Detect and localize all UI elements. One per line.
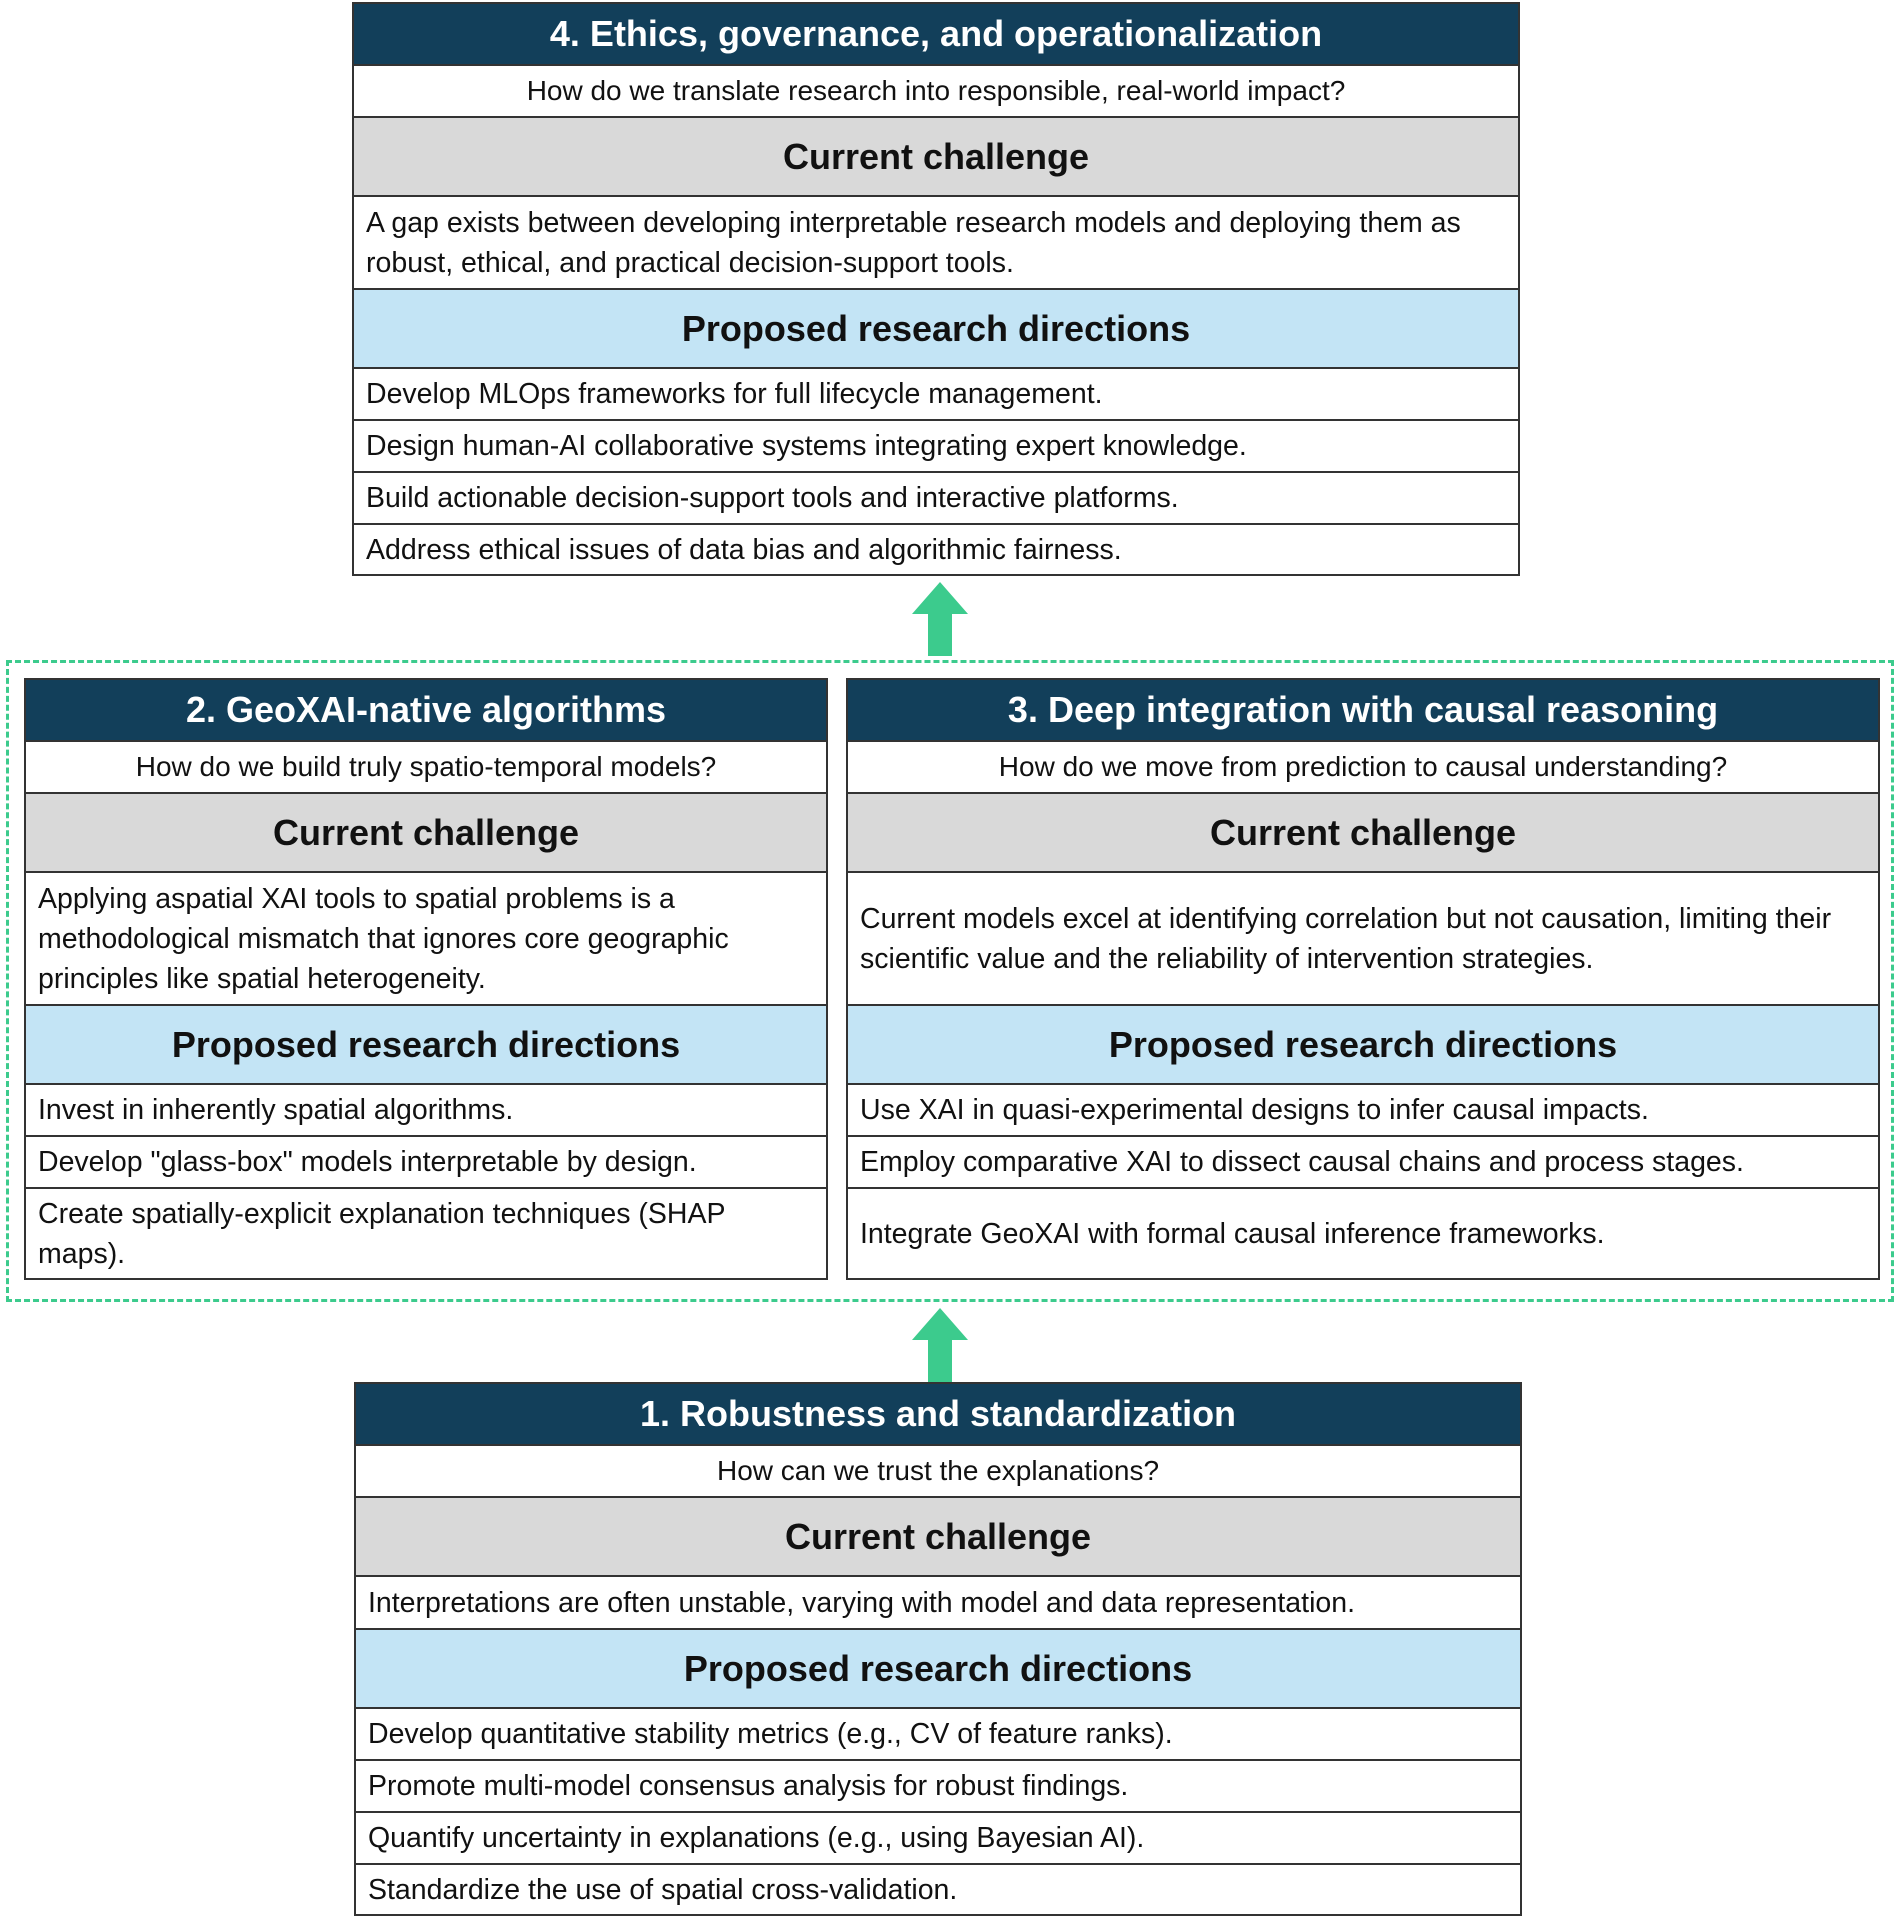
challenge-text: Applying aspatial XAI tools to spatial p… (26, 873, 826, 1006)
panel-question: How do we build truly spatio-temporal mo… (26, 742, 826, 794)
challenge-text: Current models excel at identifying corr… (848, 873, 1878, 1006)
challenge-heading: Current challenge (848, 794, 1878, 873)
direction-item: Use XAI in quasi-experimental designs to… (848, 1085, 1878, 1137)
challenge-heading: Current challenge (356, 1498, 1520, 1577)
panel-ethics-governance: 4. Ethics, governance, and operationaliz… (352, 2, 1520, 576)
direction-item: Employ comparative XAI to dissect causal… (848, 1137, 1878, 1189)
direction-item: Design human-AI collaborative systems in… (354, 421, 1518, 473)
challenge-text: Interpretations are often unstable, vary… (356, 1577, 1520, 1630)
direction-item: Quantify uncertainty in explanations (e.… (356, 1813, 1520, 1865)
middle-group-dashed-border (6, 660, 1894, 1302)
up-arrow-icon (912, 582, 968, 656)
direction-item: Develop "glass-box" models interpretable… (26, 1137, 826, 1189)
directions-heading: Proposed research directions (356, 1630, 1520, 1709)
direction-item: Promote multi-model consensus analysis f… (356, 1761, 1520, 1813)
direction-item: Invest in inherently spatial algorithms. (26, 1085, 826, 1137)
directions-heading: Proposed research directions (26, 1006, 826, 1085)
direction-item: Build actionable decision-support tools … (354, 473, 1518, 525)
panel-causal-reasoning: 3. Deep integration with causal reasonin… (846, 678, 1880, 1280)
direction-item: Develop quantitative stability metrics (… (356, 1709, 1520, 1761)
panel-question: How do we translate research into respon… (354, 66, 1518, 118)
panel-title: 2. GeoXAI-native algorithms (26, 680, 826, 742)
panel-title: 3. Deep integration with causal reasonin… (848, 680, 1878, 742)
panel-title: 4. Ethics, governance, and operationaliz… (354, 4, 1518, 66)
direction-item: Create spatially-explicit explanation te… (38, 1197, 726, 1270)
panel-question: How do we move from prediction to causal… (848, 742, 1878, 794)
directions-heading: Proposed research directions (848, 1006, 1878, 1085)
challenge-text: A gap exists between developing interpre… (354, 197, 1518, 290)
up-arrow-icon (912, 1308, 968, 1382)
panel-title: 1. Robustness and standardization (356, 1384, 1520, 1446)
direction-item: Integrate GeoXAI with formal causal infe… (860, 1217, 1605, 1250)
arrow-shape (912, 582, 968, 656)
challenge-heading: Current challenge (26, 794, 826, 873)
arrow-shape (912, 1308, 968, 1382)
directions-heading: Proposed research directions (354, 290, 1518, 369)
panel-robustness-standardization: 1. Robustness and standardization How ca… (354, 1382, 1522, 1916)
direction-item: Address ethical issues of data bias and … (366, 533, 1122, 566)
panel-question: How can we trust the explanations? (356, 1446, 1520, 1498)
direction-item: Standardize the use of spatial cross-val… (368, 1873, 958, 1906)
panel-geoxai-native: 2. GeoXAI-native algorithms How do we bu… (24, 678, 828, 1280)
challenge-heading: Current challenge (354, 118, 1518, 197)
direction-item: Develop MLOps frameworks for full lifecy… (354, 369, 1518, 421)
